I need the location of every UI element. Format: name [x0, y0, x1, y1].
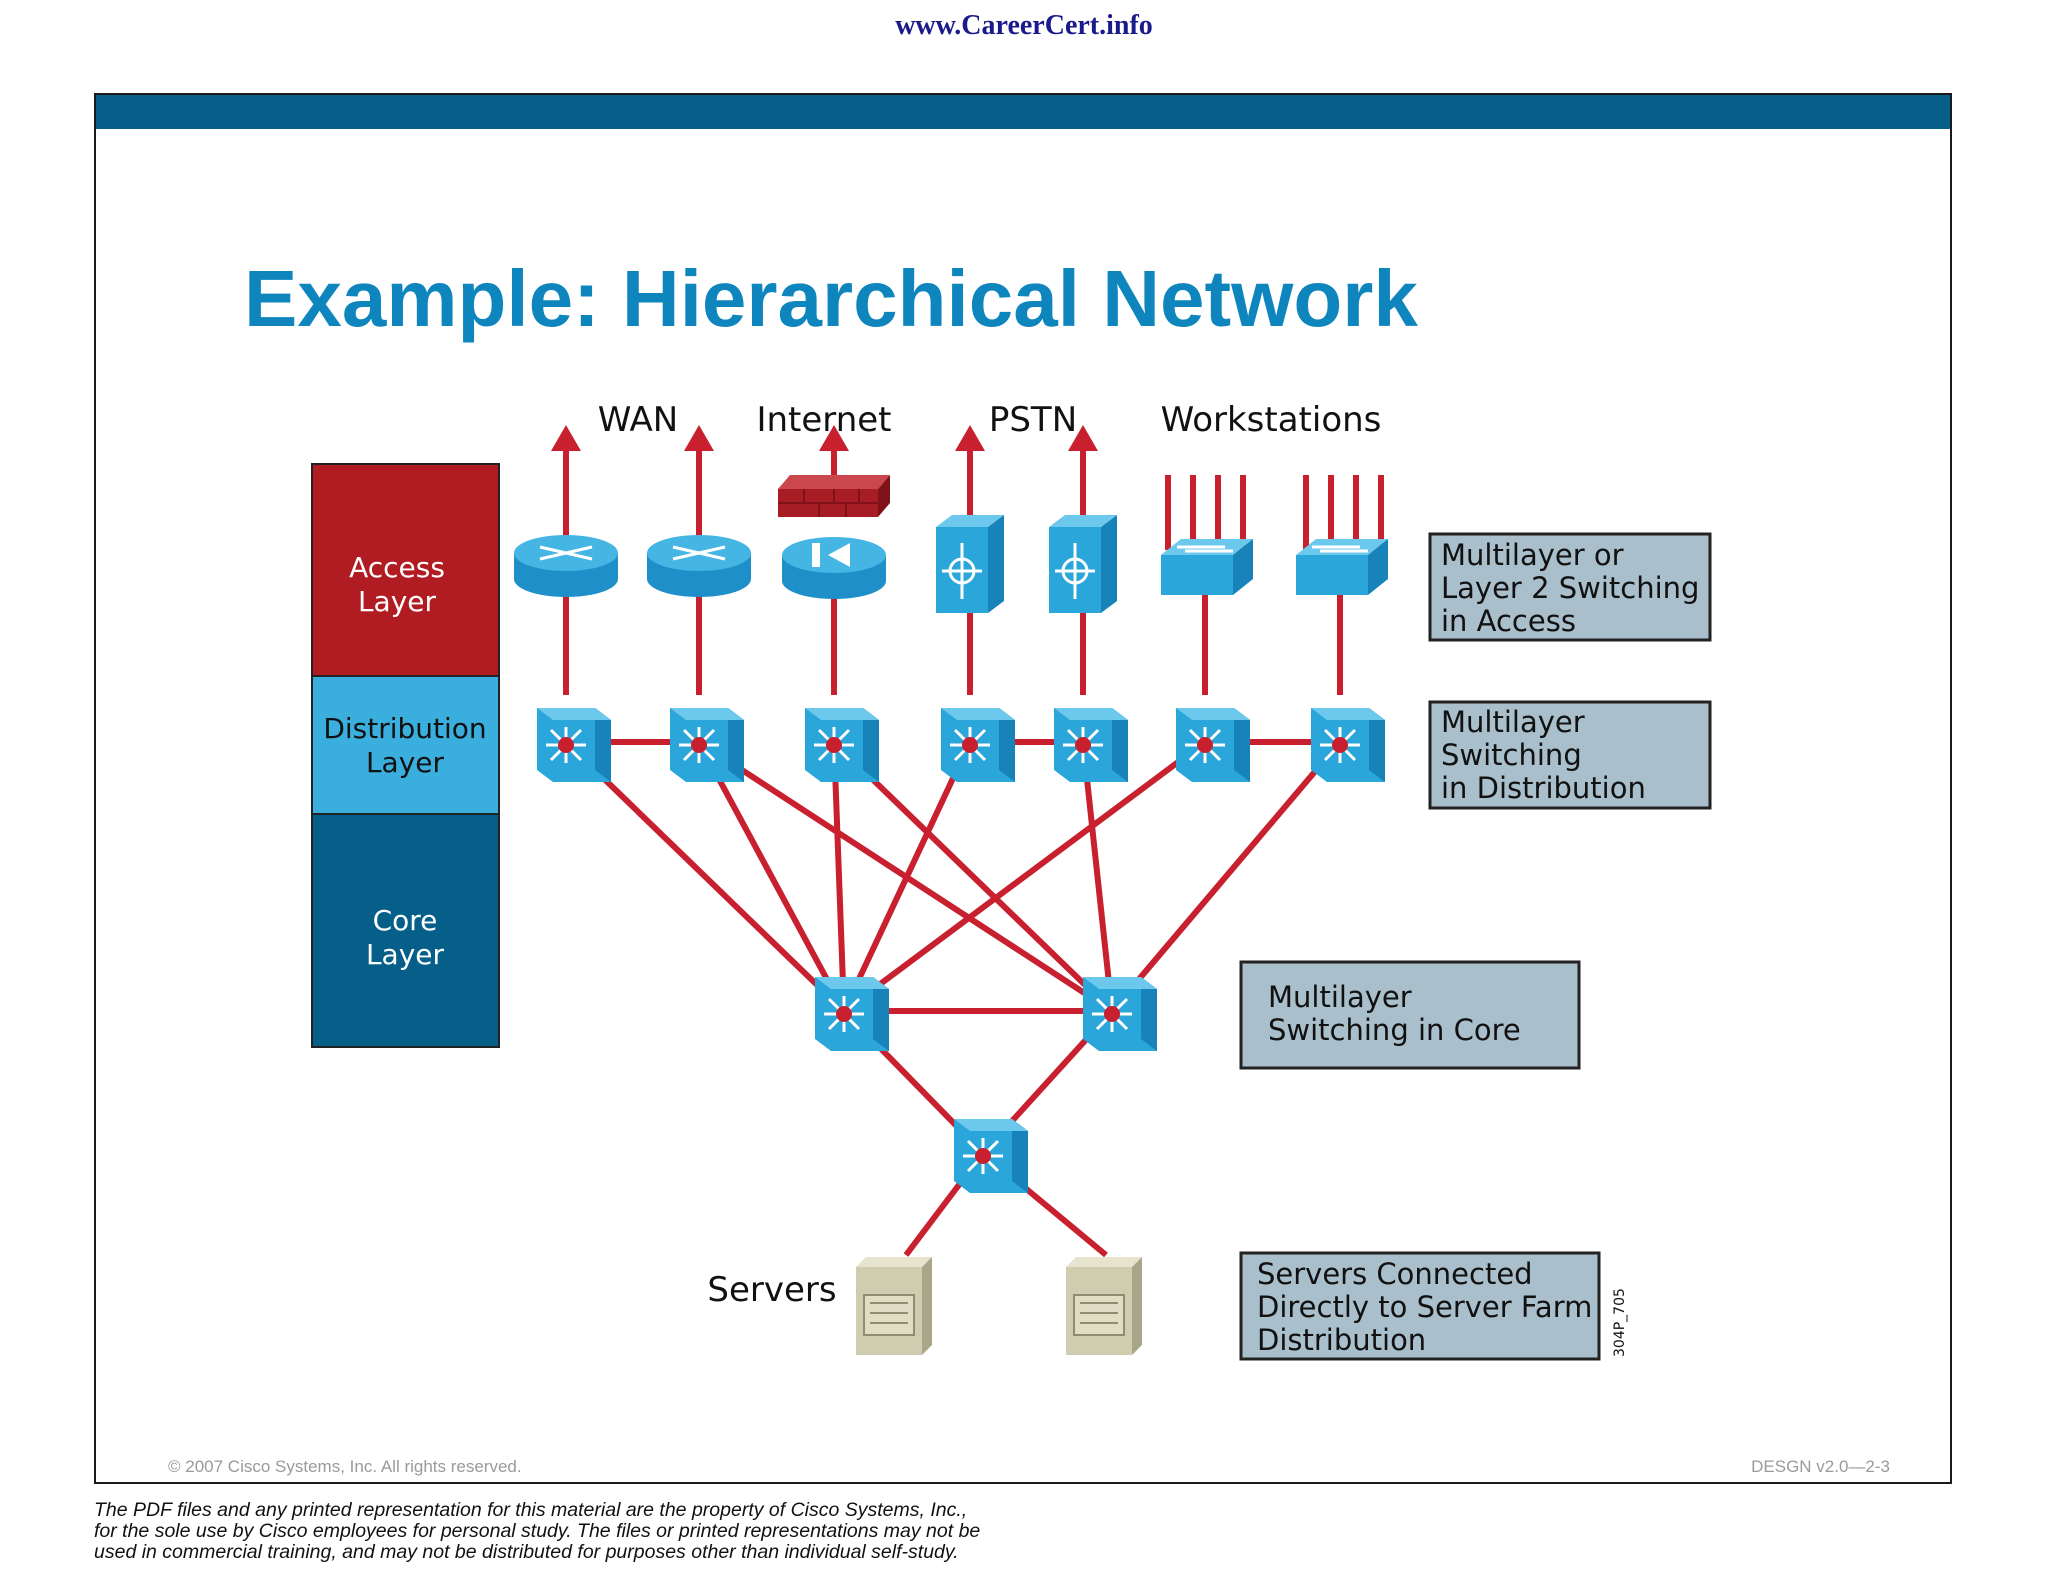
core-layer-label-line2: Layer [366, 938, 445, 971]
site-url[interactable]: www.CareerCert.info [895, 10, 1153, 41]
voice-gateway-icon [936, 515, 1004, 613]
access-layer-label-line1: Access [349, 551, 445, 584]
svg-text:Multilayer: Multilayer [1441, 705, 1585, 739]
workgroup-switch-icon [1161, 539, 1253, 595]
layer-legend: Access Layer Distribution Layer Core Lay… [311, 463, 500, 1048]
svg-text:Switching in Core: Switching in Core [1268, 1013, 1521, 1047]
core-callout: Multilayer Switching in Core [1239, 960, 1581, 1070]
svg-text:Distribution: Distribution [1257, 1323, 1426, 1357]
course-code: DESGN v2.0—2-3 [1751, 1457, 1890, 1476]
distribution-layer-label-line1: Distribution [323, 712, 486, 745]
svg-text:Directly to Server Farm: Directly to Server Farm [1257, 1290, 1592, 1324]
slide-header-bar [96, 95, 1950, 129]
svg-text:Multilayer: Multilayer [1268, 980, 1412, 1014]
multilayer-switch-icon [813, 975, 891, 1053]
disclaimer-line: used in commercial training, and may not… [94, 1541, 959, 1563]
workstations-label: Workstations [1161, 400, 1382, 440]
svg-text:Servers Connected: Servers Connected [1257, 1257, 1533, 1291]
core-layer-block [311, 813, 500, 1048]
multilayer-switch-icon [803, 706, 881, 784]
svg-text:in Distribution: in Distribution [1441, 771, 1646, 805]
network-links [563, 585, 1343, 1258]
server-icon [855, 1256, 933, 1356]
distribution-layer-label-line2: Layer [366, 746, 445, 779]
wan-label: WAN [598, 400, 678, 440]
internet-label: Internet [756, 400, 891, 440]
svg-text:Multilayer or: Multilayer or [1441, 538, 1624, 572]
svg-text:in Access: in Access [1441, 604, 1576, 638]
router-icon [647, 535, 751, 597]
disclaimer-line: for the sole use by Cisco employees for … [94, 1520, 981, 1542]
multilayer-switch-icon [939, 706, 1017, 784]
voice-gateway-icon [1049, 515, 1117, 613]
servers-callout: Servers Connected Directly to Server Far… [1239, 1251, 1601, 1361]
disclaimer-line: The PDF files and any printed representa… [94, 1499, 968, 1521]
svg-text:Layer 2 Switching: Layer 2 Switching [1441, 571, 1699, 605]
servers-label: Servers [707, 1270, 836, 1310]
access-callout: Multilayer or Layer 2 Switching in Acces… [1428, 532, 1712, 642]
workstation-drops-1 [1165, 475, 1246, 550]
core-layer-label-line1: Core [373, 904, 438, 937]
multilayer-switch-icon [1174, 706, 1252, 784]
multilayer-switch-icon [668, 706, 746, 784]
slide-title: Example: Hierarchical Network [244, 254, 1418, 343]
server-icon [1065, 1256, 1143, 1356]
network-diagram: Access Layer Distribution Layer Core Lay… [311, 400, 1712, 1361]
multilayer-switch-icon [1309, 706, 1387, 784]
multilayer-switch-icon [535, 706, 613, 784]
multilayer-switch-icon [1081, 975, 1159, 1053]
figure-id: 304P_705 [1612, 1288, 1628, 1357]
multilayer-switch-icon [952, 1117, 1030, 1195]
firewall-router-icon [782, 537, 886, 599]
disclaimer: The PDF files and any printed representa… [94, 1500, 1094, 1563]
distribution-layer-block [311, 675, 500, 815]
pstn-label: PSTN [989, 400, 1077, 440]
router-icon [514, 535, 618, 597]
workstation-drops-2 [1303, 475, 1384, 550]
copyright: © 2007 Cisco Systems, Inc. All rights re… [168, 1457, 522, 1476]
access-layer-label-line2: Layer [358, 585, 437, 618]
distribution-callout: Multilayer Switching in Distribution [1428, 700, 1712, 810]
multilayer-switch-icon [1052, 706, 1130, 784]
slide: Example: Hierarchical Network [94, 93, 1952, 1484]
firewall-brick-icon [778, 475, 890, 517]
workgroup-switch-icon [1296, 539, 1388, 595]
svg-text:Switching: Switching [1441, 738, 1582, 772]
